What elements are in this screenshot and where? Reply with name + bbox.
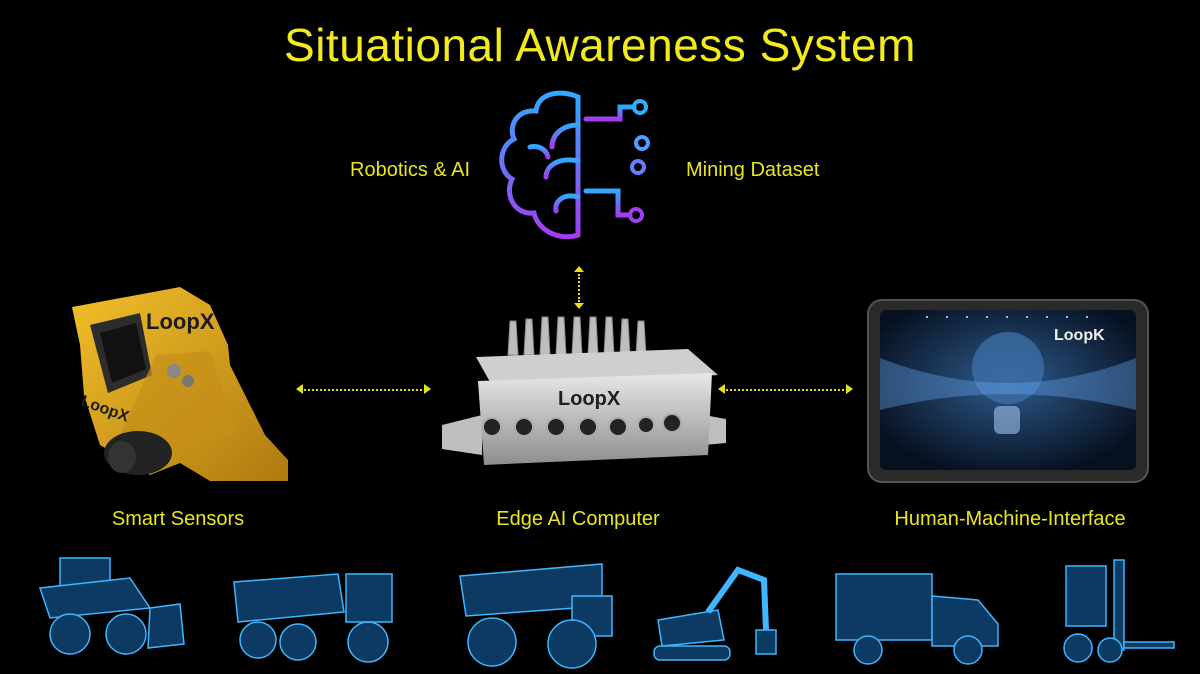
excavator-icon <box>653 566 777 661</box>
edge-brand: LoopX <box>558 388 621 410</box>
wheel-loader-icon <box>38 557 185 655</box>
sensor-edge-connector <box>296 384 432 396</box>
smart-sensors-label: Smart Sensors <box>111 508 245 530</box>
edge-ai-computer-label: Edge AI Computer <box>496 508 660 530</box>
forklift-icon <box>1063 559 1175 663</box>
page-title: Situational Awareness System <box>284 19 916 71</box>
vertical-connector <box>574 266 584 310</box>
hmi-brand: LoopK <box>1054 327 1105 344</box>
haul-truck-icon <box>459 563 613 669</box>
brain-circuit-icon <box>499 90 650 240</box>
sensor-brand: LoopX <box>146 309 215 334</box>
articulated-dump-truck-icon <box>233 573 393 663</box>
hmi-tablet-device: LoopK <box>867 299 1149 483</box>
smart-sensor-device: LoopX LoopX <box>72 287 288 481</box>
edge-hmi-connector <box>718 384 854 396</box>
hmi-label: Human-Machine-Interface <box>894 508 1126 530</box>
robotics-ai-label: Robotics & AI <box>350 159 471 181</box>
edge-ai-computer-device: LoopX <box>442 316 726 465</box>
mining-dataset-label: Mining Dataset <box>686 159 820 181</box>
ambulance-truck-icon <box>835 573 999 665</box>
